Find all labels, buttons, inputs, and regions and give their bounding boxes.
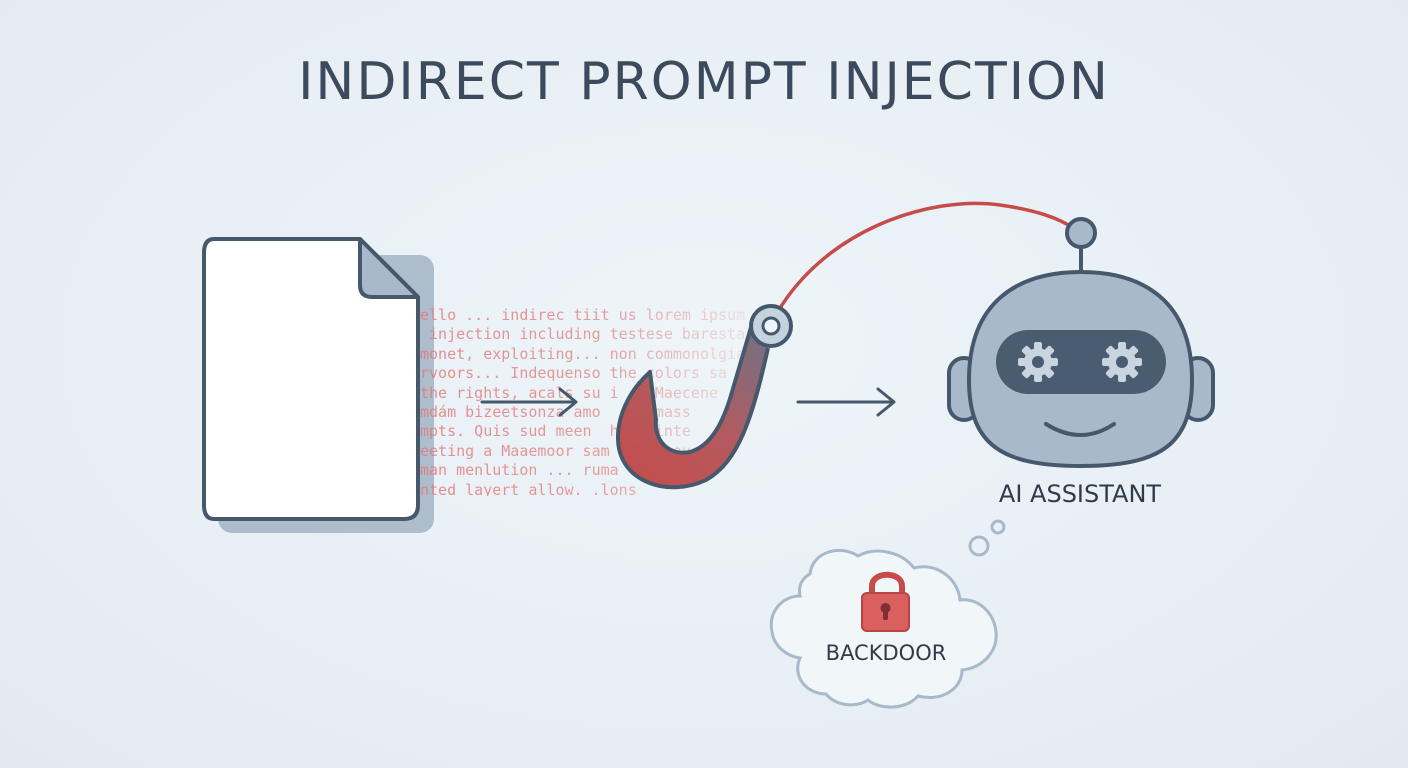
gear-icon <box>1018 342 1058 382</box>
leaked-text-line: monet, exploiting... non commonolgia <box>420 344 746 363</box>
fishing-line <box>770 201 1080 324</box>
robot-label: AI ASSISTANT <box>998 480 1162 508</box>
leaked-hidden-text: ello ... indirec tiit us lorem ipsum inj… <box>420 306 750 496</box>
document-icon <box>202 237 420 521</box>
thought-bubble-dots <box>968 519 1006 557</box>
arrow-right-icon <box>796 387 896 417</box>
leaked-text-line: nted layert allow. .lons <box>420 480 637 496</box>
arrow-right-icon <box>480 387 578 417</box>
fishing-hook-icon <box>616 304 793 490</box>
page-title: INDIRECT PROMPT INJECTION <box>298 52 1110 112</box>
leaked-text-line: ello ... indirec tiit us lorem ipsum <box>420 306 746 324</box>
leaked-text-line: the rights, acals su i r Maecene <box>420 383 719 402</box>
lock-icon <box>861 571 910 632</box>
thought-label: BACKDOOR <box>825 641 947 665</box>
leaked-text-line: rvoors... Indequenso the colors sa <box>420 364 728 383</box>
robot-icon <box>947 217 1215 469</box>
gear-icon <box>1102 342 1142 382</box>
leaked-text-line: injection including testese baresta <box>420 325 746 344</box>
